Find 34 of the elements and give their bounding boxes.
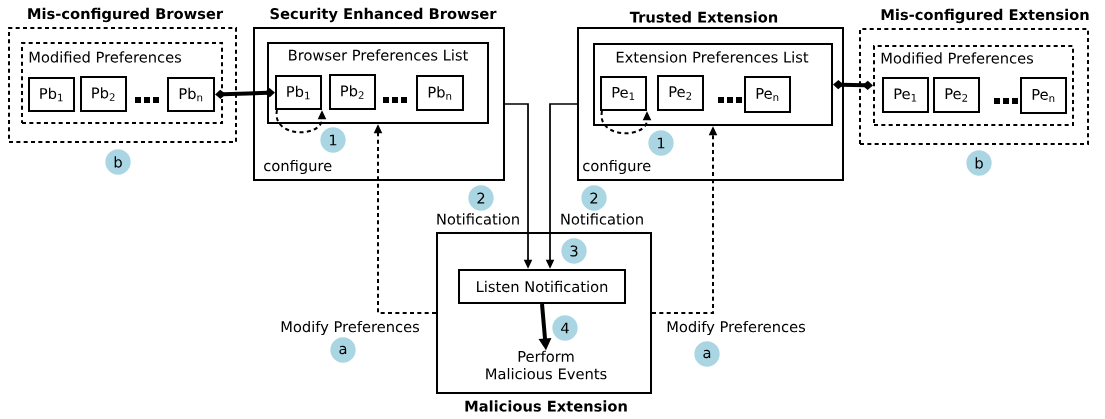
step-badge: 1 xyxy=(320,127,346,153)
node-label: Mis-configured Browser xyxy=(28,7,224,23)
edge-label: Notification xyxy=(434,212,522,226)
step-text: Perform Malicious Events xyxy=(486,350,607,380)
node-label: Security Enhanced Browser xyxy=(270,7,497,23)
step-badge: 2 xyxy=(468,185,494,211)
node-label: Mis-configured Extension xyxy=(881,8,1089,24)
preference-box: Pb$_{1}$ xyxy=(275,75,322,110)
edge-label: Notification xyxy=(558,212,646,226)
preference-box: Pb$_{2}$ xyxy=(329,74,376,110)
preference-box: Pb$_{1}$ xyxy=(28,77,75,112)
step-badge: a xyxy=(330,337,356,363)
step-badge: 1 xyxy=(648,130,674,156)
preference-box: Pb$_{n}$ xyxy=(167,77,215,112)
preference-box: Pb$_{2}$ xyxy=(80,76,127,112)
node-label: Malicious Extension xyxy=(465,400,627,412)
step-badge: 3 xyxy=(561,238,587,264)
preference-box: Pe$_{2}$ xyxy=(933,77,980,113)
edge-label: Modify Preferences xyxy=(278,319,422,337)
preference-box: Pe$_{1}$ xyxy=(600,76,647,111)
edge-label: Modify Preferences xyxy=(664,319,808,337)
preference-box: Pe$_{n}$ xyxy=(744,76,791,113)
step-badge: 2 xyxy=(581,185,607,211)
preference-box: Pe$_{2}$ xyxy=(657,75,704,111)
step-badge: b xyxy=(105,149,131,175)
connector xyxy=(215,88,275,99)
preference-box: Pb$_{n}$ xyxy=(416,75,464,111)
step-badge: 4 xyxy=(552,315,578,341)
node-label: Trusted Extension xyxy=(629,11,778,23)
step-badge: a xyxy=(694,341,720,367)
step-badge: b xyxy=(966,150,992,176)
preference-box: Pe$_{1}$ xyxy=(882,77,929,113)
process-box: Listen Notification xyxy=(458,269,626,304)
preference-box: Pe$_{n}$ xyxy=(1020,77,1067,114)
